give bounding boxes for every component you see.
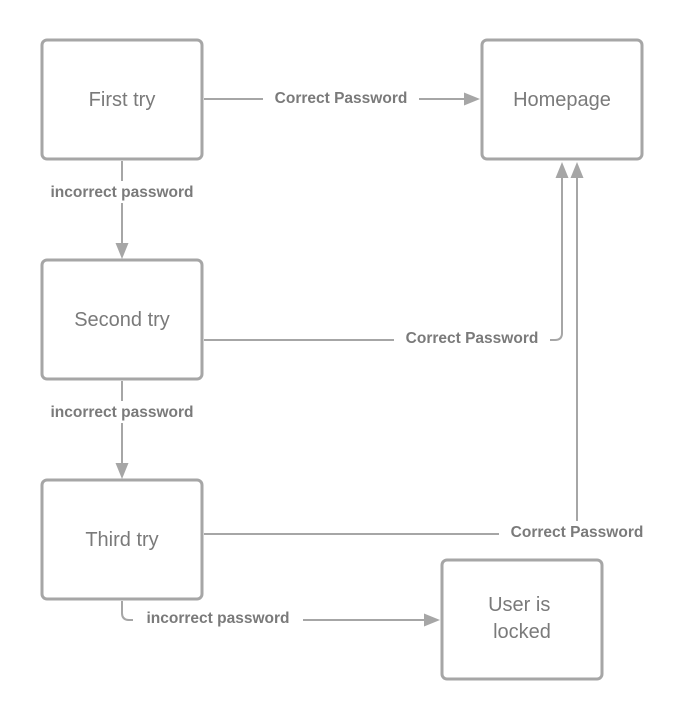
- edge-second-to-homepage: Correct Password: [204, 162, 569, 349]
- node-first-try: First try: [40, 38, 204, 161]
- arrowhead-icon: [570, 162, 584, 178]
- edge-label-third-homepage: Correct Password: [511, 524, 644, 541]
- node-label-homepage: Homepage: [513, 89, 611, 111]
- node-homepage: Homepage: [480, 38, 644, 161]
- arrowhead-icon: [464, 92, 480, 106]
- edge-second-to-third: incorrect password: [38, 381, 206, 479]
- edge-label-first-homepage: Correct Password: [275, 90, 408, 107]
- edge-label-second-third: incorrect password: [51, 404, 194, 421]
- node-second-try: Second try: [40, 258, 204, 381]
- node-label-second-try: Second try: [74, 309, 170, 331]
- node-user-locked: User is locked: [440, 558, 604, 681]
- node-label-user-locked-line-2: locked: [493, 621, 551, 643]
- arrowhead-icon: [115, 243, 129, 259]
- arrowhead-icon: [555, 162, 569, 178]
- edge-third-to-locked: incorrect password: [121, 601, 440, 630]
- edge-third-to-homepage: Correct Password: [204, 162, 655, 543]
- edge-first-to-homepage: Correct Password: [204, 88, 480, 108]
- arrowhead-icon: [424, 613, 440, 627]
- node-label-first-try: First try: [89, 89, 156, 111]
- edge-first-to-second: incorrect password: [38, 161, 206, 259]
- node-third-try: Third try: [40, 478, 204, 601]
- edge-label-third-locked: incorrect password: [147, 610, 290, 627]
- node-label-user-locked: User is locked: [488, 594, 556, 643]
- node-label-third-try: Third try: [85, 529, 158, 551]
- arrowhead-icon: [115, 463, 129, 479]
- edge-label-first-second: incorrect password: [51, 184, 194, 201]
- node-label-user-locked-line-1: User is: [488, 594, 550, 616]
- edge-label-second-homepage: Correct Password: [406, 330, 539, 347]
